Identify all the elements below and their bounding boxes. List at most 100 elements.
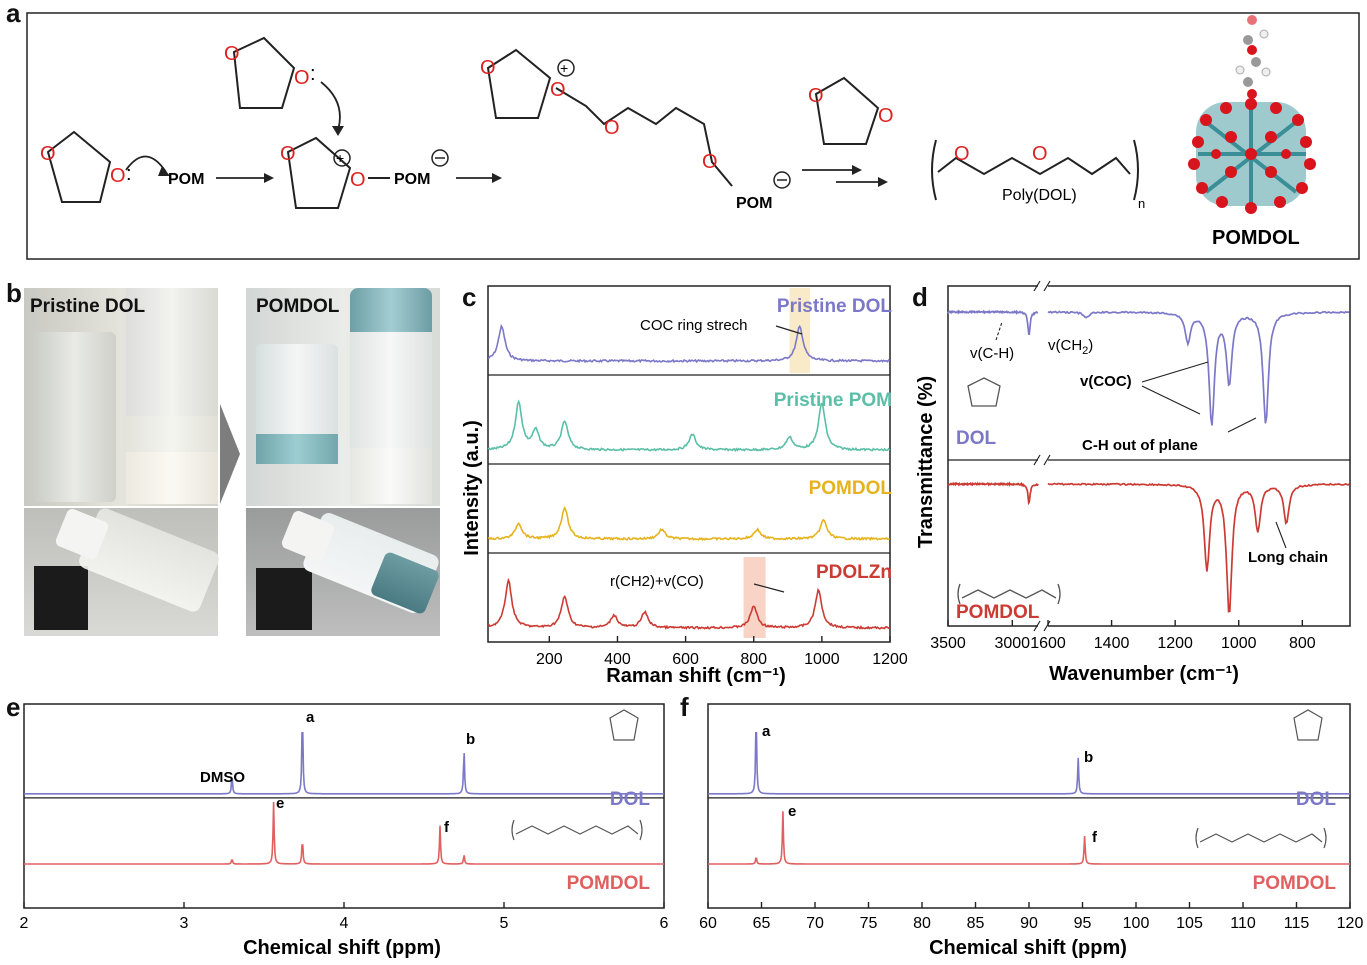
x-tick-label: 3: [180, 915, 189, 932]
c-nmr-chart: Chemical shift (ppm) a b e f DOL POMDOL …: [699, 703, 1363, 959]
label-vcoc: v(COC): [1080, 373, 1132, 390]
x-tick-label: 1000: [1221, 635, 1257, 652]
subscript-n: n: [1138, 196, 1145, 211]
x-tick-label: 1600: [1030, 635, 1066, 652]
panel-letter-d: d: [912, 282, 928, 312]
pom-label: POM: [168, 171, 204, 188]
arrow-icon: [852, 165, 862, 175]
panel-letter-a: a: [6, 0, 21, 28]
x-tick-label: 1200: [872, 651, 908, 668]
x-tick-label: 75: [860, 915, 878, 932]
x-tick-label: 1200: [1157, 635, 1193, 652]
pomdol-vial-photo: [246, 288, 440, 506]
ftir-series-line: [1047, 482, 1350, 613]
raman-chart: Raman shift (cm⁻¹) Intensity (a.u.) COC …: [461, 285, 908, 687]
colon-label: :: [310, 63, 316, 85]
series-label-pristine-pom: Pristine POM: [774, 390, 892, 411]
x-tick-label: 60: [699, 915, 717, 932]
raman-series-line: [487, 577, 891, 630]
x-tick-label: 65: [753, 915, 771, 932]
oxygen-label: O: [350, 169, 366, 191]
rch2-annotation: r(CH2)+v(CO): [610, 573, 704, 590]
ftir-series-line: [947, 481, 1039, 506]
oxygen-label: O: [40, 143, 56, 165]
peak-label-f: f: [444, 819, 450, 836]
x-tick-label: 4: [340, 915, 349, 932]
oxygen-label: O: [294, 67, 310, 89]
ftir-xlabel: Wavenumber (cm⁻¹): [1049, 663, 1239, 685]
x-tick-label: 110: [1230, 915, 1256, 932]
oxygen-label: O: [1032, 143, 1048, 165]
vial-photos: Pristine DOL POMDOL: [24, 288, 442, 636]
oxygen-label: O: [280, 143, 296, 165]
ftir-ylabel: Transmittance (%): [915, 376, 937, 548]
label-vch: v(C-H): [970, 345, 1014, 362]
label-vch2: v(CH2): [1048, 337, 1093, 357]
pristine-dol-tilted-photo: [24, 505, 222, 636]
svg-text:+: +: [560, 60, 568, 76]
x-tick-label: 95: [1074, 915, 1092, 932]
plus-charge-icon: [557, 59, 575, 77]
x-tick-label: 80: [913, 915, 931, 932]
axis-break: [1038, 455, 1048, 465]
oxygen-label: O: [550, 79, 566, 101]
ftir-pomdol-label: POMDOL: [956, 602, 1040, 623]
curved-arrow-icon: [125, 155, 167, 173]
dol-structure-icon: [967, 377, 1001, 407]
x-tick-label: 3000: [994, 635, 1030, 652]
plus-charge-icon: [333, 149, 351, 167]
ftir-series-line: [1047, 310, 1350, 426]
x-tick-label: 600: [672, 651, 699, 668]
peak-label-e: e: [276, 795, 284, 812]
x-tick-label: 2: [20, 915, 29, 932]
poly-dol-structure-icon: [1195, 827, 1327, 849]
svg-text:+: +: [336, 150, 344, 166]
oxygen-label: O: [808, 85, 824, 107]
coc-annotation: COC ring strech: [640, 317, 748, 334]
poly-dol-structure-icon: [957, 583, 1061, 605]
peak-label-b: b: [1084, 749, 1093, 766]
raman-xlabel: Raman shift (cm⁻¹): [606, 665, 785, 687]
h-nmr-chart: Chemical shift (ppm) DMSO a b e f DOL PO…: [20, 703, 669, 959]
panel-letter-f: f: [680, 692, 689, 722]
x-tick-label: 100: [1123, 915, 1150, 932]
oxygen-label: O: [954, 143, 970, 165]
arrow-icon: [492, 173, 502, 183]
hnmr-dol-label: DOL: [610, 789, 651, 810]
axis-break: [1038, 621, 1048, 631]
poly-dol-structure-icon: [511, 819, 643, 841]
pristine-dol-label: Pristine DOL: [30, 296, 146, 317]
nmr-series-line: [708, 732, 1350, 795]
dol-ring-3: [814, 76, 880, 145]
x-tick-label: 90: [1020, 915, 1038, 932]
dol-structure-icon: [1293, 709, 1323, 741]
panel-letter-e: e: [6, 692, 21, 722]
x-tick-label: 6: [660, 915, 669, 932]
pomdol-photo-label: POMDOL: [256, 296, 340, 317]
hnmr-pomdol-label: POMDOL: [567, 873, 651, 894]
dol-structure-icon: [609, 709, 639, 741]
chain-intermediate: [486, 48, 733, 187]
peak-label-a: a: [306, 709, 315, 726]
minus-charge-icon: [773, 171, 791, 189]
x-tick-label: 800: [740, 651, 767, 668]
raman-series-line: [487, 324, 891, 364]
peak-label-e: e: [788, 803, 796, 820]
x-tick-label: 85: [967, 915, 985, 932]
series-label-pdolzn: PDOLZn: [816, 562, 892, 583]
oxygen-label: O: [604, 117, 620, 139]
peak-label-a: a: [762, 723, 771, 740]
x-tick-label: 105: [1176, 915, 1203, 932]
x-tick-label: 800: [1289, 635, 1316, 652]
poly-dol-structure: [931, 139, 1139, 201]
x-tick-label: 70: [806, 915, 824, 932]
oxygen-label: O: [110, 165, 126, 187]
poly-dol-label: Poly(DOL): [1002, 187, 1077, 204]
cnmr-pomdol-label: POMDOL: [1253, 873, 1337, 894]
highlight-band: [789, 288, 810, 373]
nmr-series-line: [24, 732, 664, 795]
oxygen-label: O: [224, 43, 240, 65]
x-tick-label: 1000: [804, 651, 840, 668]
arrow-icon: [264, 173, 274, 183]
cnmr-xlabel: Chemical shift (ppm): [929, 937, 1127, 959]
